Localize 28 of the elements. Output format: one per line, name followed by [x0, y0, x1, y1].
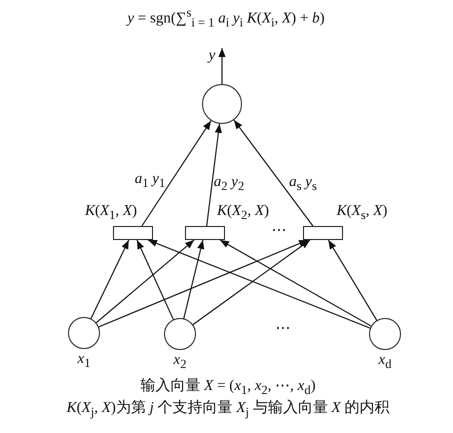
- edge-label: a$_{s}$ y$_{s}$: [289, 174, 317, 194]
- arrow: [96, 240, 194, 324]
- arrow: [136, 240, 174, 320]
- arrow: [192, 240, 310, 326]
- arrow: [218, 48, 226, 84]
- caption-text: K(X$_{j}$, X)为第 j 个支持向量 X$_{j}$ 与输入向量 X 的内积: [66, 398, 390, 420]
- arrow: [90, 240, 130, 319]
- arrow: [148, 239, 370, 329]
- input-label: x$_{2}$: [174, 352, 186, 372]
- input-label: x$_{d}$: [378, 352, 392, 372]
- arrow: [220, 240, 372, 327]
- arrow: [141, 120, 212, 226]
- kernel-label: K(X$_{s}$, X): [336, 203, 388, 223]
- kernel-label: K(X$_{2}$, X): [216, 203, 270, 223]
- input-label: x$_{1}$: [78, 351, 90, 371]
- arrow: [183, 240, 204, 319]
- kernel-label: K(X$_{1}$, X): [84, 203, 138, 223]
- arrow: [328, 240, 378, 321]
- caption-text: 输入向量 X = (x$_{1}$, x$_{2}$, ⋯, x$_{d}$): [140, 376, 316, 398]
- formula-title: y = sgn(∑$^{s}$$_{i = 1}$ a$_{i}$ y$_{i}$ K(X$_{i}$, X) + b): [127, 6, 325, 30]
- ellipsis: ⋯: [272, 222, 286, 240]
- ellipsis: ⋯: [276, 320, 290, 338]
- arrow: [98, 240, 308, 328]
- edge-label: a$_{1}$ y$_{1}$: [134, 171, 166, 191]
- arrow: [234, 120, 314, 226]
- edge-label: y: [208, 48, 216, 64]
- arrow: [206, 124, 222, 226]
- edge-label: a$_{2}$ y$_{2}$: [214, 174, 244, 194]
